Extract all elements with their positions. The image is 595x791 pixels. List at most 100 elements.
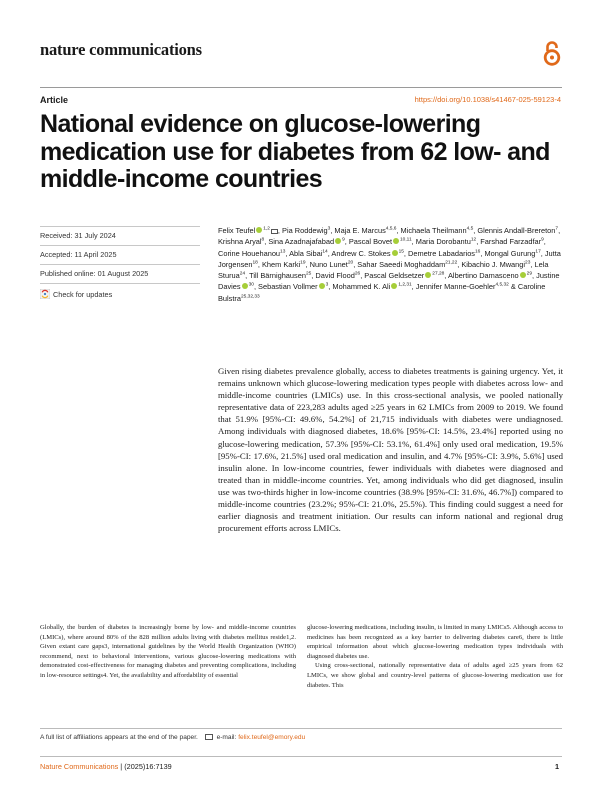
footer-journal-name: Nature Communications xyxy=(40,762,119,771)
affiliation-number: 1,2 xyxy=(263,226,270,232)
email-link[interactable]: felix.teufel@emory.edu xyxy=(238,734,306,741)
affiliation-number: 9 xyxy=(342,237,345,243)
divider xyxy=(40,226,200,227)
article-title: National evidence on glucose-lowering me… xyxy=(40,110,550,193)
affiliation-number: 7 xyxy=(555,226,559,232)
article-type: Article xyxy=(40,95,69,105)
affiliation-number: 16 xyxy=(475,249,481,255)
author-name[interactable]: Felix Teufel xyxy=(218,226,256,235)
affiliations-note: A full list of affiliations appears at t… xyxy=(40,734,198,741)
body-paragraph: Globally, the burden of diabetes is incr… xyxy=(40,624,296,679)
author-name[interactable]: Khem Karki xyxy=(261,259,301,269)
page-number: 1 xyxy=(555,762,560,771)
author-name[interactable]: Sahar Saeedi Moghaddam xyxy=(357,259,446,269)
author-name[interactable]: Till Bärnighausen xyxy=(249,271,306,281)
author-name[interactable]: Mongal Gurung xyxy=(484,248,536,258)
footer-rule xyxy=(40,756,562,757)
affiliation-number: 17 xyxy=(535,249,541,255)
affiliation-number: 15 xyxy=(398,249,404,255)
affiliation-number: 1,2,31 xyxy=(398,283,412,289)
author-name[interactable]: Pia Roddewig xyxy=(282,226,328,235)
orcid-icon[interactable] xyxy=(256,227,263,233)
body-column-2: glucose-lowering medications, including … xyxy=(307,623,563,690)
author-name[interactable]: Maria Dorobantu xyxy=(415,237,471,247)
affiliation-number: 4,5 xyxy=(466,226,474,232)
check-for-updates-icon[interactable] xyxy=(40,289,50,299)
author-name[interactable]: David Flood xyxy=(315,271,355,281)
orcid-icon[interactable] xyxy=(335,238,342,245)
affiliation-number: 27,28 xyxy=(432,271,445,277)
orcid-icon[interactable] xyxy=(318,283,325,290)
open-access-icon xyxy=(543,41,561,66)
affiliation-number: 12 xyxy=(470,237,477,243)
author-name[interactable]: Kibachio J. Mwangi xyxy=(461,259,526,269)
divider xyxy=(40,264,200,265)
author-name[interactable]: Albertino Damasceno xyxy=(448,271,519,281)
orcid-icon[interactable] xyxy=(425,272,432,279)
footnote-rule xyxy=(40,728,562,729)
author-name[interactable]: Corine Houehanou xyxy=(218,248,281,258)
author-name[interactable]: Michaela Theilmann xyxy=(400,226,467,235)
affiliation-number: 9 xyxy=(541,237,544,243)
affiliation-number: 10,11 xyxy=(400,237,412,243)
author-name[interactable]: Mohammed K. Ali xyxy=(332,282,391,292)
footnote: A full list of affiliations appears at t… xyxy=(40,734,305,741)
author-name[interactable]: Sebastian Vollmer xyxy=(258,282,318,292)
author-name[interactable]: Jutta Jorgensen xyxy=(218,248,561,269)
orcid-icon[interactable] xyxy=(241,283,248,290)
published-date: Published online: 01 August 2025 xyxy=(40,269,149,278)
author-name[interactable]: Krishna Aryal xyxy=(218,237,262,247)
affiliation-number: 20 xyxy=(347,260,354,266)
author-name[interactable]: Lela Sturua xyxy=(218,259,549,281)
footer-volume: | (2025)16:7139 xyxy=(118,762,172,771)
author-name[interactable]: Andrew C. Stokes xyxy=(331,248,391,258)
affiliation-number: 4,5,32 xyxy=(495,283,509,289)
affiliation-number: 14 xyxy=(322,249,328,255)
author-name[interactable]: Nuno Lunet xyxy=(309,259,348,269)
author-name[interactable]: Pascal Bovet xyxy=(348,237,393,247)
author-name[interactable]: Glennis Andall-Brereton xyxy=(477,226,556,235)
affiliation-number: 8 xyxy=(261,237,265,243)
email-label: e-mail: xyxy=(216,734,237,741)
affiliation-number: 23 xyxy=(525,260,531,266)
affiliation-number: 25 xyxy=(305,271,312,277)
accepted-date: Accepted: 11 April 2025 xyxy=(40,250,117,259)
divider xyxy=(40,283,200,284)
affiliation-number: 13 xyxy=(280,249,286,255)
author-name[interactable]: Demetre Labadarios xyxy=(408,248,475,258)
divider xyxy=(40,245,200,246)
affiliation-number: 24 xyxy=(239,271,246,277)
affiliation-number: 26 xyxy=(354,271,361,277)
author-name[interactable]: Caroline Bulstra xyxy=(218,282,546,303)
envelope-icon[interactable] xyxy=(270,228,278,234)
affiliation-number: 30 xyxy=(248,283,254,289)
body-paragraph: Using cross-sectional, nationally repres… xyxy=(307,662,563,689)
author-name[interactable]: Jennifer Manne-Goehler xyxy=(415,282,496,292)
orcid-icon[interactable] xyxy=(391,249,398,256)
header-rule xyxy=(40,87,562,88)
affiliation-number: 21,22 xyxy=(445,260,458,266)
affiliation-number: 19 xyxy=(300,260,306,266)
author-name[interactable]: Sina Azadnajafabad xyxy=(268,237,335,247)
journal-name: nature communications xyxy=(40,40,202,59)
affiliation-number: 25,32,33 xyxy=(241,294,260,300)
body-column-1: Globally, the burden of diabetes is incr… xyxy=(40,623,296,681)
affiliation-number: 4,5,6 xyxy=(385,226,397,232)
author-name[interactable]: Maja E. Marcus xyxy=(334,226,386,235)
envelope-icon xyxy=(204,734,213,740)
author-name[interactable]: Farshad Farzadfar xyxy=(480,237,542,247)
orcid-icon[interactable] xyxy=(391,283,398,290)
author-name[interactable]: Pascal Geldsetzer xyxy=(364,271,425,281)
affiliation-number: 3 xyxy=(325,283,329,289)
author-name[interactable]: Justine Davies xyxy=(218,271,560,292)
affiliation-number: 29 xyxy=(526,271,533,277)
orcid-icon[interactable] xyxy=(393,238,400,245)
footer-citation: Nature Communications | (2025)16:7139 xyxy=(40,762,172,771)
doi-link[interactable]: https://doi.org/10.1038/s41467-025-59123… xyxy=(414,95,561,104)
abstract: Given rising diabetes prevalence globall… xyxy=(218,366,563,534)
author-name[interactable]: Abla Sibai xyxy=(289,248,323,258)
body-paragraph: glucose-lowering medications, including … xyxy=(307,624,563,660)
check-for-updates-button[interactable]: Check for updates xyxy=(53,290,113,299)
orcid-icon[interactable] xyxy=(519,272,526,279)
